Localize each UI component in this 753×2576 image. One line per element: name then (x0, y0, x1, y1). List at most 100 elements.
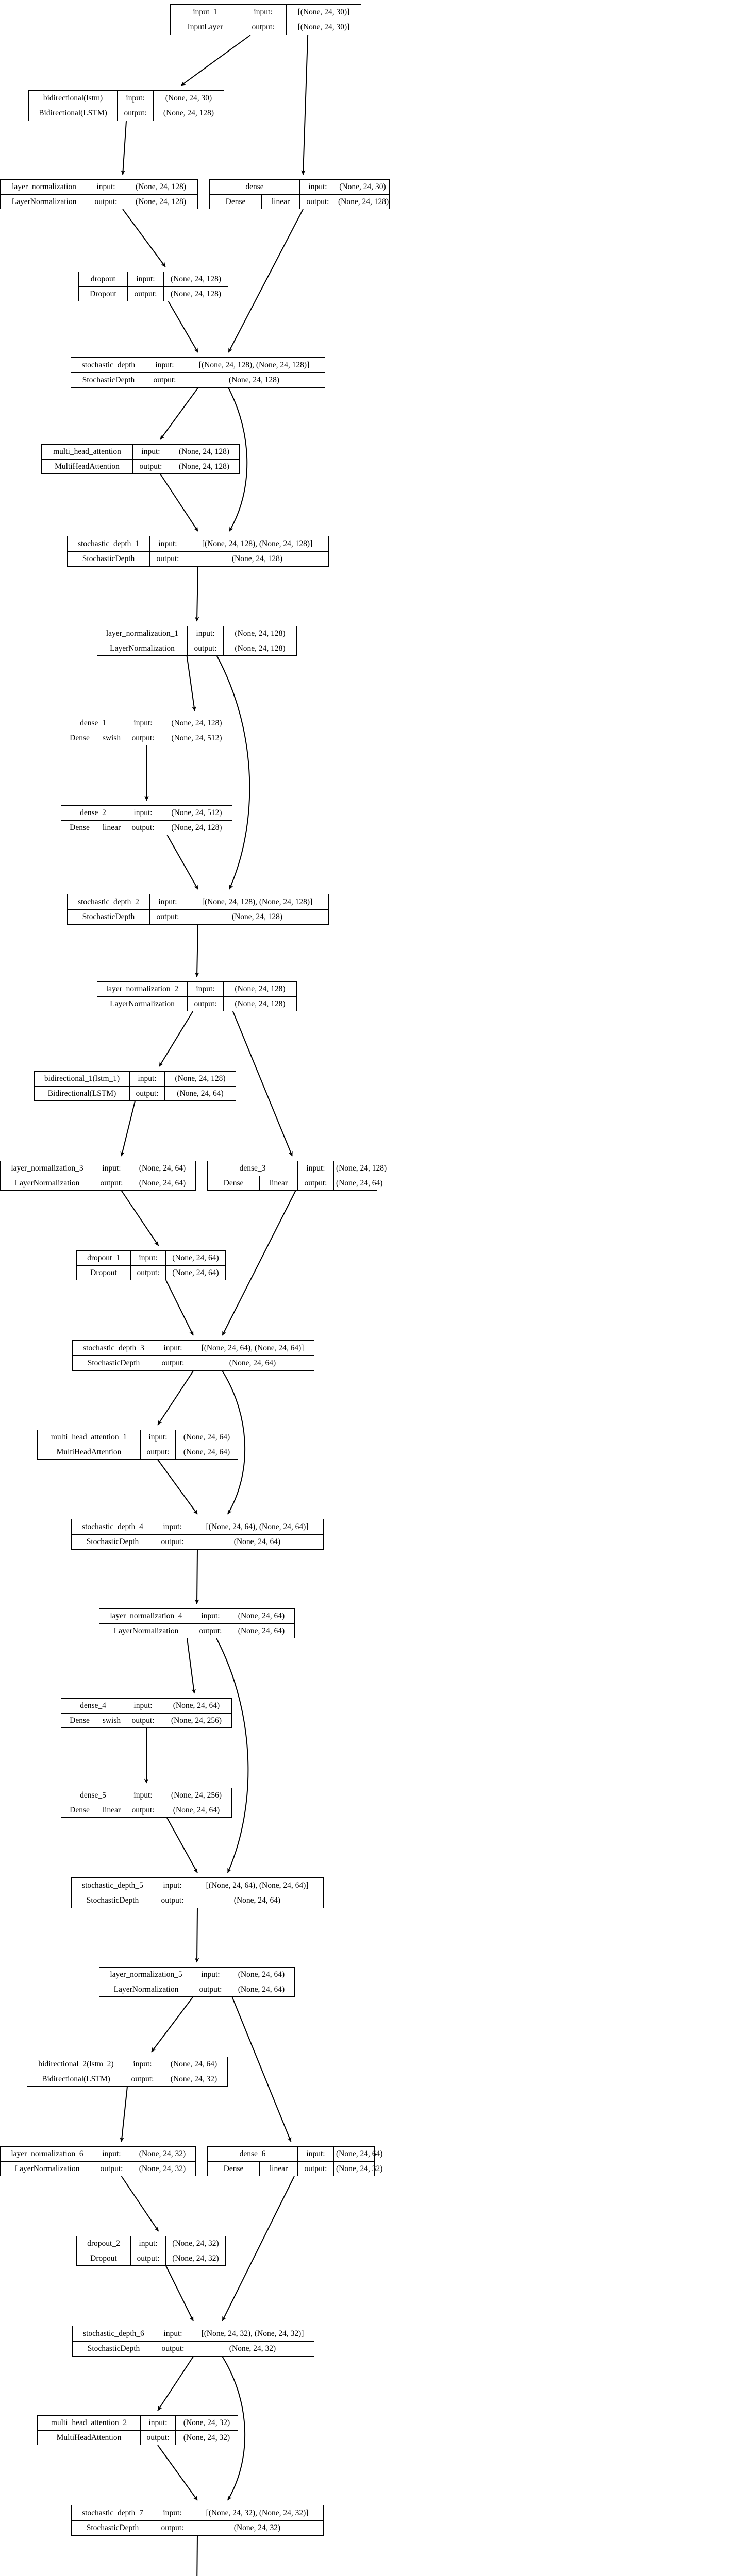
edge-dropout-to-stochastic_depth (168, 301, 198, 353)
edge-multi_head_attention_2-to-stochastic_depth_7 (157, 2445, 198, 2501)
layer-node-bidirectional[interactable]: bidirectional(lstm)input:(None, 24, 30)B… (28, 90, 224, 121)
layer-name: layer_normalization_2 (97, 982, 188, 996)
layer-name: multi_head_attention_2 (38, 2416, 141, 2430)
input-shape: [(None, 24, 32), (None, 24, 32)] (206, 2508, 309, 2517)
layer-name: dense_5 (61, 1788, 125, 1803)
layer-class: StochasticDepth (72, 1534, 154, 1549)
output-label: output: (131, 2251, 166, 2265)
output-shape: [(None, 24, 30)] (297, 23, 350, 31)
layer-class: LayerNormalization (99, 1982, 193, 1996)
output-label: output: (155, 2341, 191, 2356)
output-shape: (None, 24, 32) (172, 2253, 219, 2263)
layer-class: Dense (61, 1713, 98, 1727)
input-label: input: (188, 626, 224, 641)
layer-class: LayerNormalization (1, 194, 88, 209)
output-label: output: (94, 1176, 129, 1190)
output-label: output: (125, 1713, 161, 1727)
edge-dense-to-stochastic_depth (228, 209, 304, 353)
input-label: input: (88, 180, 124, 194)
edge-multi_head_attention-to-stochastic_depth_1 (160, 473, 198, 532)
output-label: output: (128, 286, 164, 301)
input-shape: (None, 24, 64) (238, 1970, 285, 1979)
output-label: output: (298, 1176, 334, 1190)
layer-node-bidirectional_1[interactable]: bidirectional_1(lstm_1)input:(None, 24, … (34, 1071, 236, 1101)
input-label: input: (130, 1072, 165, 1086)
layer-name: bidirectional_2(lstm_2) (27, 2057, 125, 2072)
layer-class: StochasticDepth (73, 1355, 155, 1370)
output-label: output: (240, 20, 287, 35)
layer-class: StochasticDepth (73, 2341, 155, 2356)
input-label: input: (131, 2236, 166, 2251)
output-label: output: (155, 1355, 191, 1370)
output-label: output: (154, 1534, 191, 1549)
layer-node-bidirectional_2[interactable]: bidirectional_2(lstm_2)input:(None, 24, … (27, 2057, 228, 2087)
edge-layer_normalization_4-to-dense_4 (187, 1638, 196, 1694)
input-shape: (None, 24, 32) (172, 2239, 219, 2248)
output-shape: (None, 24, 128) (170, 289, 222, 298)
layer-name: stochastic_depth_2 (68, 894, 150, 909)
edge-stochastic_depth-to-multi_head_attention (160, 387, 198, 440)
layer-class: LayerNormalization (1, 1176, 94, 1190)
input-shape: (None, 24, 128) (135, 182, 187, 191)
layer-name: dense_6 (208, 2147, 298, 2161)
input-shape: (None, 24, 64) (336, 2149, 383, 2158)
input-label: input: (94, 2147, 129, 2161)
edge-dense_5-to-stochastic_depth_5 (166, 1817, 198, 1873)
layer-name: layer_normalization_6 (1, 2147, 94, 2161)
output-shape: (None, 24, 64) (233, 1537, 281, 1546)
layer-name: stochastic_depth_7 (72, 2505, 154, 2520)
output-shape: (None, 24, 256) (171, 1716, 222, 1725)
output-label: output: (188, 641, 224, 655)
layer-name: dense_3 (208, 1161, 298, 1176)
output-shape: (None, 24, 64) (238, 1985, 285, 1994)
input-shape: (None, 24, 128) (336, 1164, 387, 1173)
output-label: output: (125, 820, 161, 835)
output-label: output: (300, 194, 336, 209)
layer-name: dense_4 (61, 1699, 125, 1713)
layer-name: dropout_1 (77, 1251, 131, 1265)
input-label: input: (118, 91, 154, 106)
edge-dropout_2-to-stochastic_depth_6 (165, 2265, 194, 2321)
output-shape: (None, 24, 32) (233, 2523, 281, 2532)
edge-layer_normalization_4-to-stochastic_depth_5 (216, 1638, 249, 1873)
edge-layer_normalization_1-to-dense_1 (186, 655, 196, 711)
output-label: output: (88, 194, 124, 209)
output-label: output: (125, 731, 161, 745)
output-shape: (None, 24, 64) (139, 1178, 186, 1188)
layer-class: Dense (210, 194, 262, 209)
layer-name: stochastic_depth_1 (68, 536, 150, 551)
input-label: input: (131, 1251, 166, 1265)
layer-class: Dense (208, 2161, 260, 2176)
output-shape: (None, 24, 64) (177, 1089, 224, 1098)
edge-input_1-to-bidirectional (180, 35, 251, 86)
